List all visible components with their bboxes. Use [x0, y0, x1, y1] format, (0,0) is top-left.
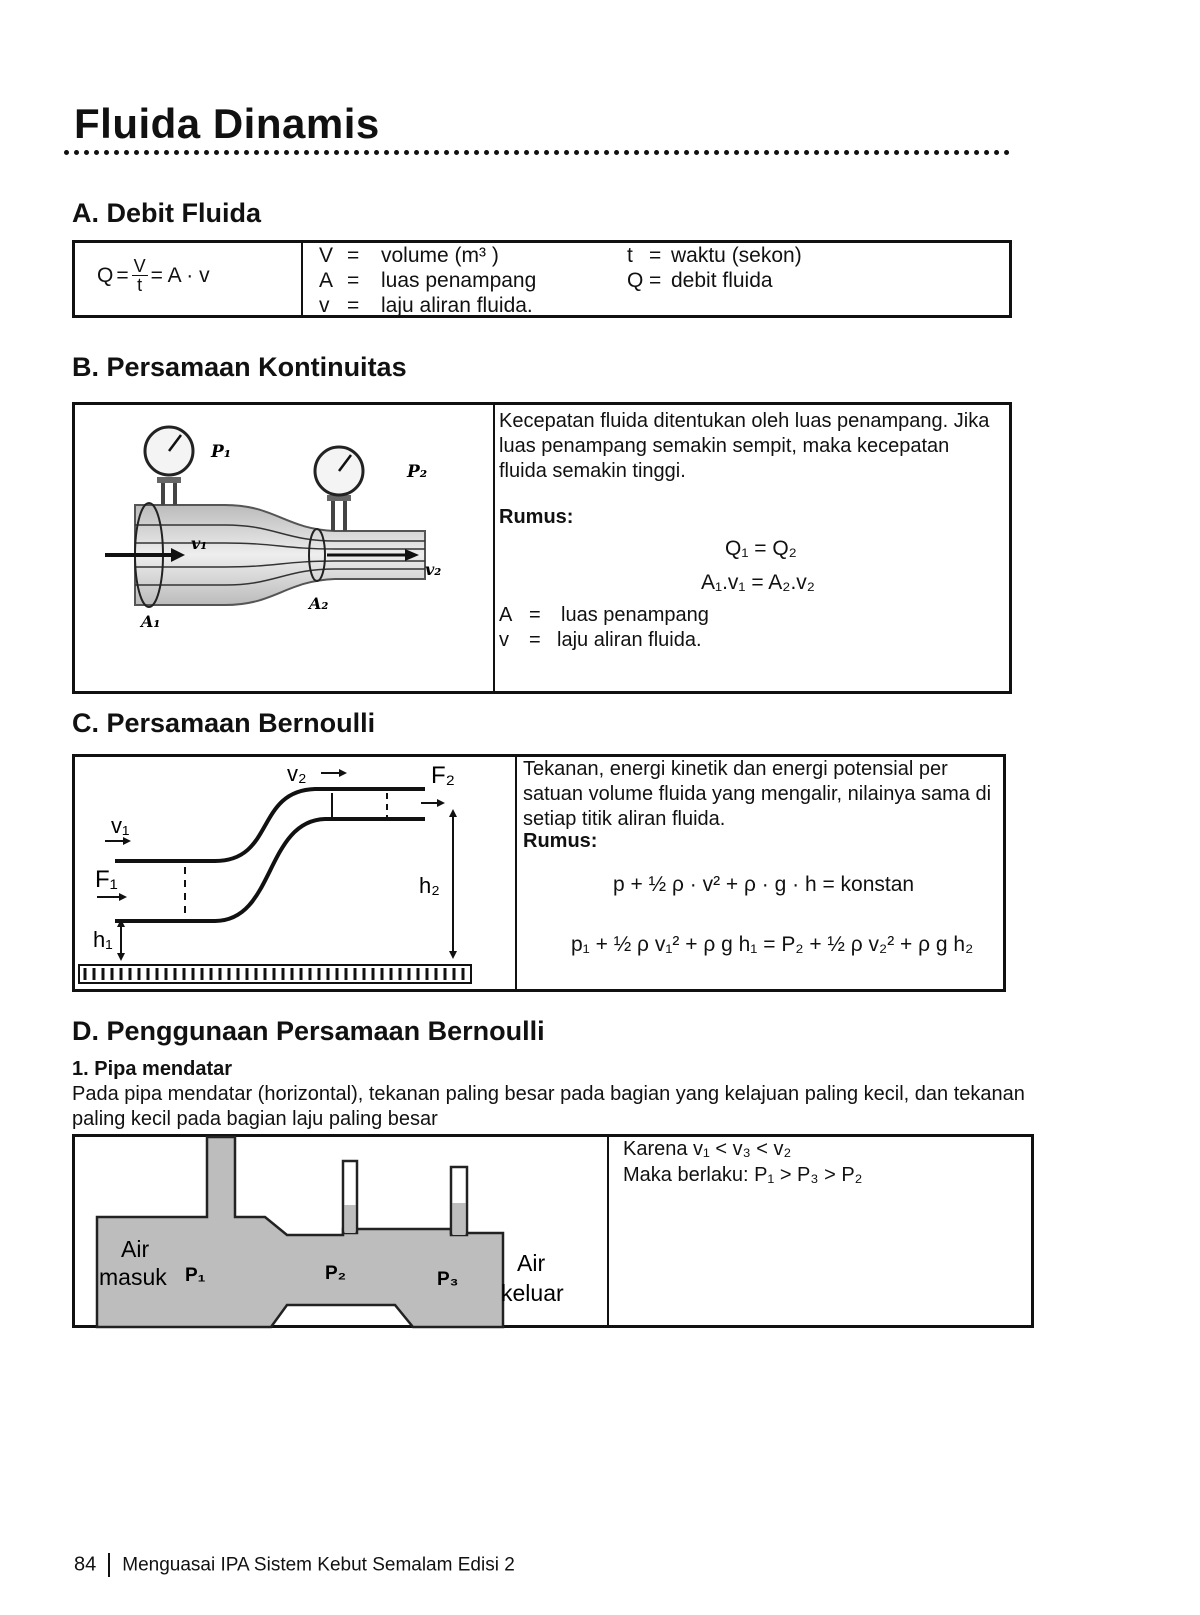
section-a-definitions-right: t=waktu (sekon) Q=debit fluida [627, 243, 802, 293]
section-b-box: P₁ P₂ v₁ v₂ A₂ A₁ Kecepatan fluida diten… [72, 402, 1012, 694]
section-d-paragraph: Pada pipa mendatar (horizontal), tekanan… [72, 1083, 1025, 1130]
section-a-definitions: V=volume (m³ ) A=luas penampang v=laju a… [319, 243, 536, 318]
definition-row: t=waktu (sekon) [627, 244, 802, 267]
horizontal-pipe-diagram: Air masuk P₁ P₂ P₃ Air keluar [95, 1135, 564, 1329]
bernoulli-description: Tekanan, energi kinetik dan energi poten… [523, 758, 992, 830]
continuity-formula-1: Q₁ = Q₂ [725, 537, 797, 560]
section-d-subheading: 1. Pipa mendatar [72, 1058, 233, 1080]
bernoulli-pipe-diagram: v₂ F₂ v₁ F₁ h₁ h₂ [78, 761, 472, 984]
section-b-heading: B. Persamaan Kontinuitas [72, 352, 407, 382]
section-a-heading: A. Debit Fluida [72, 198, 261, 228]
page-number: 84 [74, 1553, 97, 1576]
definition-row: V=volume (m³ ) [319, 244, 499, 267]
label-f1: F₁ [95, 866, 118, 893]
section-d-box: Air masuk P₁ P₂ P₃ Air keluar Karena v₁ … [72, 1134, 1034, 1329]
label-v2: v₂ [425, 560, 441, 579]
continuity-rumus-label: Rumus: [499, 506, 574, 528]
section-d-heading: D. Penggunaan Persamaan Bernoulli [72, 1016, 545, 1046]
bernoulli-rumus-label: Rumus: [523, 830, 598, 852]
label-v1: v₁ [111, 813, 129, 838]
label-p3: P₃ [437, 1269, 458, 1290]
footer-separator [108, 1553, 111, 1577]
book-title: Menguasai IPA Sistem Kebut Semalam Edisi… [122, 1554, 515, 1576]
continuity-description: Kecepatan fluida ditentukan oleh luas pe… [499, 410, 990, 482]
label-p1: P₁ [210, 442, 231, 462]
label-h2: h₂ [419, 873, 440, 898]
debit-formula: Q = V t = A · v [97, 256, 210, 295]
section-c-box: v₂ F₂ v₁ F₁ h₁ h₂ Tekanan, energi kineti… [72, 754, 1006, 992]
page-footer: 84 Menguasai IPA Sistem Kebut Semalam Edi… [74, 1553, 515, 1577]
title-divider [64, 150, 1010, 155]
definition-row: v=laju aliran fluida. [319, 294, 533, 317]
label-p2: P₂ [325, 1263, 346, 1284]
label-f2: F₂ [431, 762, 455, 789]
label-p1: P₁ [185, 1265, 206, 1286]
label-air-in-2: masuk [99, 1264, 167, 1290]
label-air-out-1: Air [517, 1250, 545, 1276]
definition-row: A=luas penampang [319, 269, 537, 292]
section-c-heading: C. Persamaan Bernoulli [72, 708, 376, 738]
debit-formula-lhs: Q [97, 263, 114, 287]
debit-fraction-den: t [137, 275, 143, 295]
maka-text: Maka berlaku: P₁ > P₃ > P₂ [623, 1164, 863, 1186]
debit-formula-rhs: = A · v [150, 263, 210, 287]
page-title: Fluida Dinamis [74, 100, 380, 147]
debit-fraction-num: V [131, 256, 148, 276]
section-a-box: Q = V t = A · v V=volume (m³ ) A=luas pe… [72, 240, 1012, 318]
definition-row: A=luas penampang [499, 604, 709, 626]
continuity-pipe-diagram: P₁ P₂ v₁ v₂ A₂ A₁ [105, 425, 441, 631]
continuity-definitions: A=luas penampang v=laju aliran fluida. [499, 603, 709, 653]
definition-row: v=laju aliran fluida. [499, 629, 702, 651]
label-h1: h₁ [93, 927, 113, 952]
continuity-formula-2: A₁.v₁ = A₂.v₂ [701, 571, 815, 594]
debit-fraction: V t [131, 256, 148, 295]
bernoulli-formula-2: p₁ + ½ ρ v₁² + ρ g h₁ = P₂ + ½ ρ v₂² + ρ… [571, 933, 974, 956]
label-p2: P₂ [406, 462, 427, 482]
label-a2: A₂ [307, 594, 328, 613]
label-v2: v₂ [287, 761, 307, 786]
bernoulli-formula-1: p + ½ ρ · v² + ρ · g · h = konstan [613, 873, 915, 896]
label-v1: v₁ [191, 534, 207, 553]
label-air-out-2: keluar [501, 1280, 564, 1306]
karena-text: Karena v₁ < v₃ < v₂ [623, 1138, 792, 1160]
label-air-in-1: Air [121, 1236, 149, 1262]
definition-row: Q=debit fluida [627, 269, 773, 292]
label-a1: A₁ [139, 612, 160, 631]
